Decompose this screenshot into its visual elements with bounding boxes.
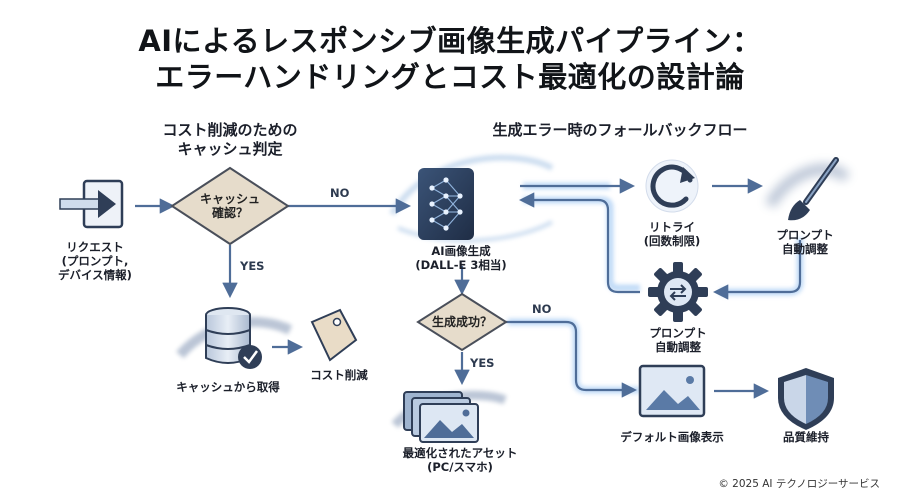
section-cache-line2: キャッシュ判定 bbox=[177, 140, 283, 158]
prompt-top-line2: 自動調整 bbox=[782, 242, 828, 256]
neural-network-icon bbox=[418, 168, 474, 240]
request-label: リクエスト (プロンプト, デバイス情報) bbox=[40, 240, 150, 282]
arrow-top-prompt-down bbox=[712, 240, 802, 300]
retry-line2: (回数制限) bbox=[643, 234, 701, 248]
ai-gen-line1: AI画像生成 bbox=[431, 244, 491, 258]
prompt-mid-line1: プロンプト bbox=[649, 326, 707, 340]
section-fallback-heading: 生成エラー時のフォールバックフロー bbox=[492, 121, 748, 139]
edge-label-yes-cache: YES bbox=[240, 259, 265, 273]
section-cache-line1: コスト削減のための bbox=[162, 121, 298, 139]
retry-label: リトライ (回数制限) bbox=[627, 220, 717, 248]
cache-check-line1: キャッシュ bbox=[199, 192, 260, 206]
edge-label-yes-gen: YES bbox=[470, 356, 495, 370]
database-check-icon bbox=[205, 307, 262, 369]
quality-label: 品質維持 bbox=[783, 430, 829, 444]
cache-check-diamond bbox=[170, 166, 290, 246]
request-label-line1: リクエスト bbox=[66, 240, 124, 254]
connector-arrows bbox=[135, 178, 802, 399]
optimized-line2: (PC/スマホ) bbox=[427, 460, 493, 474]
paint-brush-icon bbox=[788, 157, 839, 221]
prompt-top-line1: プロンプト bbox=[776, 228, 834, 242]
page-title-line2: エラーハンドリングとコスト最適化の設計論 bbox=[155, 60, 745, 94]
request-label-line3: デバイス情報) bbox=[58, 268, 132, 282]
default-img-label: デフォルト画像表示 bbox=[620, 430, 724, 444]
cache-check-label: キャッシュ 確認？ bbox=[180, 192, 280, 220]
prompt-top-label: プロンプト 自動調整 bbox=[760, 228, 850, 256]
ai-gen-label: AI画像生成 (DALL-E 3相当) bbox=[396, 244, 526, 272]
prompt-mid-line2: 自動調整 bbox=[655, 340, 701, 354]
arrow-decision-no bbox=[506, 320, 638, 398]
edge-label-no-gen: NO bbox=[532, 302, 552, 316]
generation-success-diamond bbox=[416, 292, 508, 352]
edge-label-no-cache: NO bbox=[330, 186, 350, 200]
retry-line1: リトライ bbox=[649, 220, 695, 234]
page-title-line1: AIによるレスポンシブ画像生成パイプライン： bbox=[138, 24, 762, 58]
cache-check-line2: 確認？ bbox=[211, 206, 248, 220]
optimized-label: 最適化されたアセット (PC/スマホ) bbox=[390, 446, 530, 474]
request-label-line2: (プロンプト, bbox=[61, 254, 129, 268]
ai-gen-line2: (DALL-E 3相当) bbox=[415, 258, 507, 272]
refresh-icon bbox=[645, 159, 699, 213]
cache-hit-label: キャッシュから取得 bbox=[176, 380, 280, 394]
copyright-footer: © 2025 AI テクノロジーサービス bbox=[718, 478, 880, 490]
image-stack-icon bbox=[403, 391, 479, 443]
gear-swap-icon bbox=[648, 262, 708, 322]
cost-cut-label: コスト削減 bbox=[310, 368, 368, 382]
price-tag-icon bbox=[310, 308, 358, 362]
gen-ok-label: 生成成功？ bbox=[431, 315, 492, 329]
login-arrow-icon bbox=[59, 179, 124, 229]
arrow-prompt-loop-back bbox=[518, 192, 640, 294]
picture-icon bbox=[638, 364, 706, 418]
prompt-mid-label: プロンプト 自動調整 bbox=[633, 326, 723, 354]
shield-icon bbox=[778, 368, 834, 430]
optimized-line1: 最適化されたアセット bbox=[402, 446, 518, 460]
section-cache-heading: コスト削減のための キャッシュ判定 bbox=[110, 121, 350, 159]
